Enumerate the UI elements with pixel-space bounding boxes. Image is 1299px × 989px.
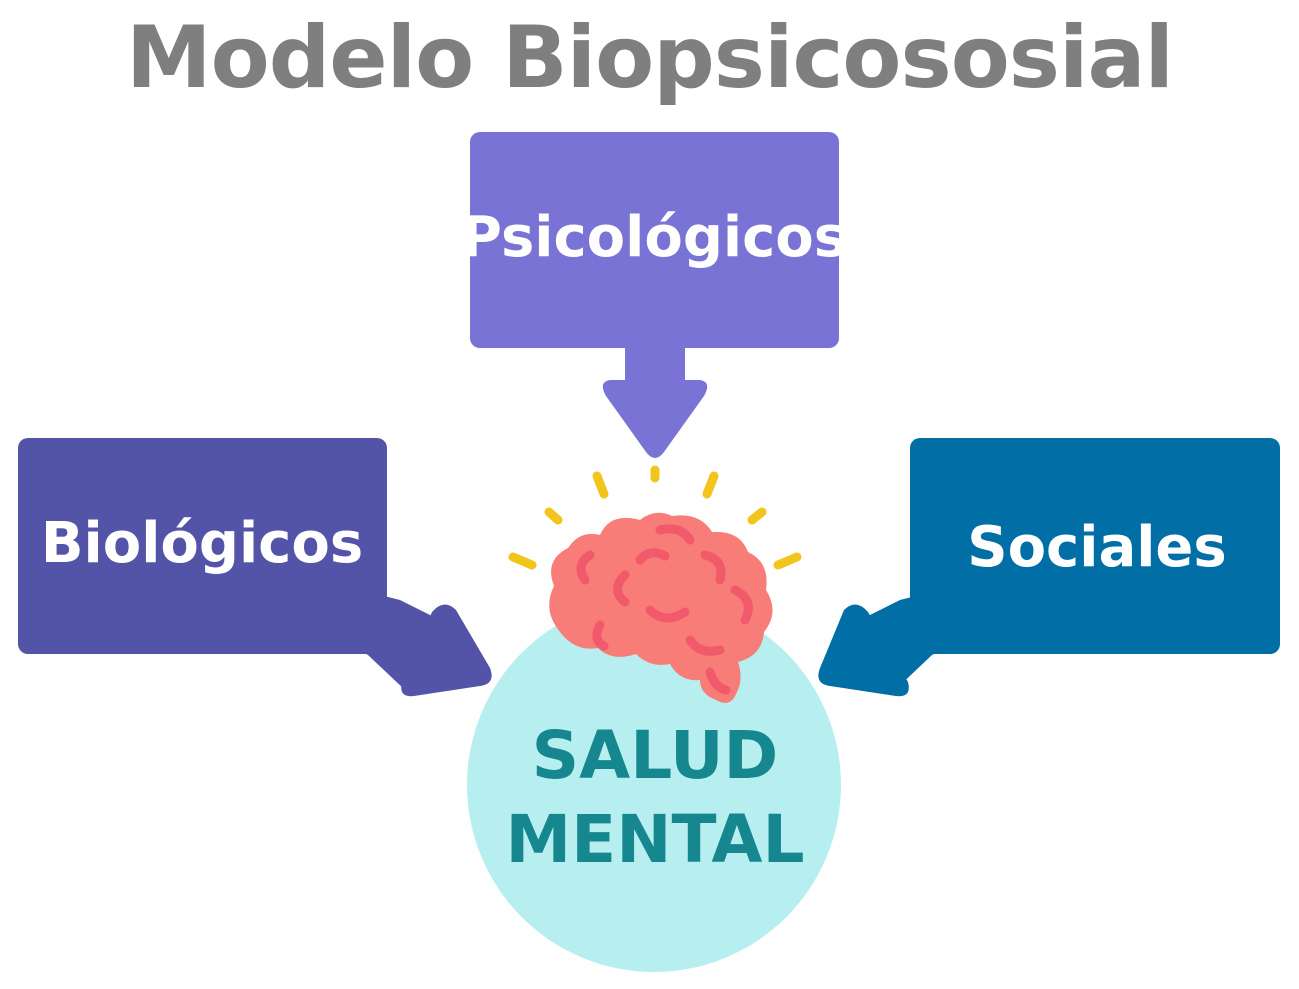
center-circle — [467, 598, 841, 972]
psicologicos-label: Psicológicos — [461, 205, 847, 270]
biologicos-group: Biológicos — [18, 438, 492, 697]
biologicos-label: Biológicos — [41, 511, 363, 576]
diagram-title: Modelo Biopsicososial — [126, 8, 1174, 108]
biologicos-arrow-head — [401, 604, 492, 697]
sociales-label: Sociales — [967, 515, 1227, 580]
idea-rays — [508, 465, 802, 570]
center-label-line2: MENTAL — [505, 801, 804, 878]
sociales-group: Sociales — [818, 438, 1280, 697]
sociales-box — [910, 438, 1280, 654]
psicologicos-arrow-head — [602, 380, 708, 458]
brain-folds — [576, 524, 753, 695]
sociales-arrow-head — [818, 604, 909, 697]
brain-icon — [508, 465, 802, 703]
center-label-line1: SALUD — [532, 717, 779, 794]
psicologicos-box — [470, 132, 839, 348]
biologicos-box — [18, 438, 387, 654]
psicologicos-group: Psicológicos — [461, 132, 847, 458]
